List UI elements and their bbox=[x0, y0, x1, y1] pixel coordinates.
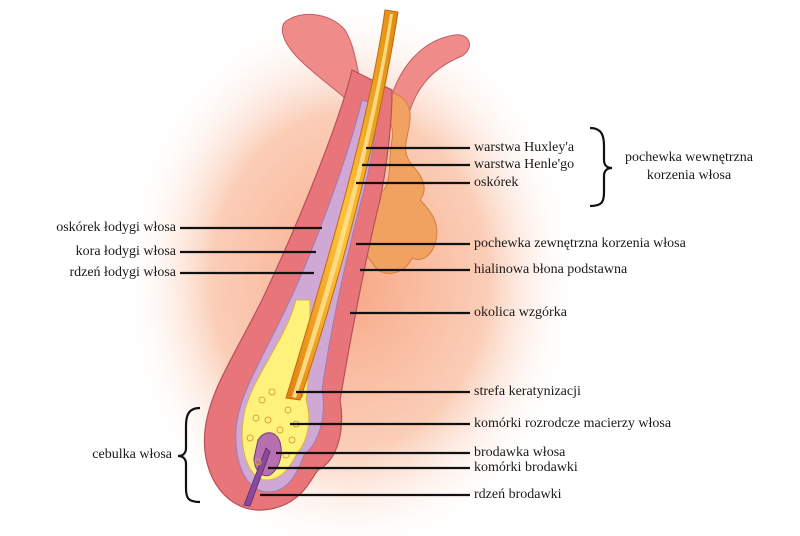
label-keratinization-zone: strefa keratynizacji bbox=[474, 384, 581, 399]
label-shaft-cortex: kora łodygi włosa bbox=[75, 244, 176, 259]
leader-lines bbox=[180, 146, 470, 497]
label-papilla-cells: komórki brodawki bbox=[474, 460, 578, 475]
label-henle-layer: warstwa Henle'go bbox=[474, 157, 575, 172]
hair-shaft bbox=[285, 9, 399, 401]
label-dermal-papilla: brodawka włosa bbox=[474, 445, 566, 460]
label-bulge-region: okolica wzgórka bbox=[474, 305, 567, 320]
label-hyaline-membrane: hialinowa błona podstawna bbox=[474, 262, 628, 277]
skin-surface bbox=[281, 13, 470, 126]
label-outer-root-sheath: pochewka zewnętrzna korzenia włosa bbox=[474, 236, 686, 251]
label-cuticle: oskórek bbox=[474, 175, 519, 190]
label-matrix-cells: komórki rozrodcze macierzy włosa bbox=[474, 416, 672, 431]
papilla-core bbox=[243, 447, 271, 507]
bulb-brace bbox=[177, 406, 201, 504]
inner-sheath-brace bbox=[589, 126, 613, 208]
label-hair-bulb: cebulka włosa bbox=[92, 447, 172, 462]
label-shaft-medulla: rdzeń łodygi włosa bbox=[69, 265, 176, 280]
label-inner-root-sheath-line2: korzenia włosa bbox=[646, 168, 732, 183]
label-inner-root-sheath-line1: pochewka wewnętrzna bbox=[625, 150, 753, 165]
label-shaft-cuticle: oskórek łodygi włosa bbox=[56, 220, 176, 235]
label-huxley-layer: warstwa Huxley'a bbox=[474, 140, 575, 155]
label-papilla-core: rdzeń brodawki bbox=[474, 487, 562, 502]
